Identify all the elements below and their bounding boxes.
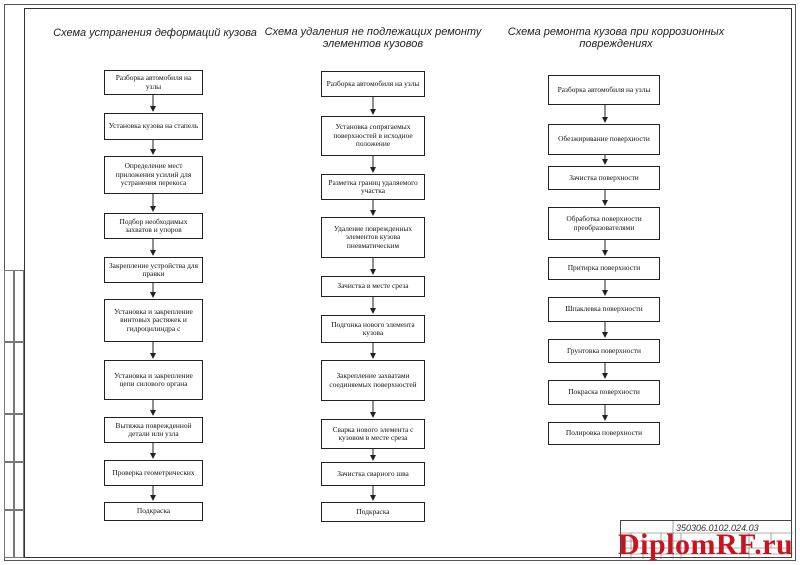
flow-step-box: Подгонка нового элемента кузова [321, 315, 425, 343]
flow-step-box: Разметка границ удаляемого участка [321, 174, 425, 200]
flow-step-box: Обезжиривание поверхности [548, 124, 660, 155]
flow-step-box: Шпаклевка поверхности [548, 297, 660, 322]
flow-step-box: Подкраска [321, 502, 425, 522]
flow-step-box: Подкраска [104, 502, 203, 521]
flow-step-box: Установка кузова на стапель [104, 113, 203, 140]
side-cell [4, 462, 14, 510]
flow-step-box: Зачистка поверхности [548, 166, 660, 190]
flow-step-box: Обработка поверхности преобразователями [548, 207, 660, 240]
flow-step-box: Разборка автомобиля на узлы [104, 70, 203, 95]
side-cell [14, 462, 24, 510]
flow-step-box: Зачистка сварного шва [321, 462, 425, 486]
side-cell [4, 270, 14, 342]
flow-step-box: Закрепление устройства для правки [104, 257, 203, 283]
flow-step-box: Подбор необходимых захватов и упоров [104, 213, 203, 239]
flow-step-box: Проверка геометрических [104, 460, 203, 486]
side-cell [4, 342, 14, 414]
flow-step-box: Удаление поврежденных элементов кузова п… [321, 217, 425, 258]
flow-step-box: Грунтовка поверхности [548, 339, 660, 363]
sheet-inner-frame [24, 8, 792, 558]
flow-step-box: Установка сопрягаемых поверхностей в исх… [321, 116, 425, 156]
drawing-code: 350306.0102.024.03 [676, 523, 759, 533]
flow-step-box: Зачистка в месте среза [321, 276, 425, 297]
flow-step-box: Установка и закрепление винтовых растяже… [104, 299, 203, 342]
frame-side-strip [4, 270, 24, 558]
side-cell [14, 342, 24, 414]
side-cell [14, 414, 24, 462]
watermark-logo: DiplomRF.ru [618, 528, 794, 561]
column-title-deformation: Схема устранения деформаций кузова [53, 27, 257, 39]
flow-step-box: Определение мест приложения усилий для у… [104, 156, 203, 194]
flow-step-box: Полировка поверхности [548, 422, 660, 445]
side-cell [4, 414, 14, 462]
flow-step-box: Закрепление захватами соединяемых поверх… [321, 360, 425, 401]
side-cell [14, 270, 24, 342]
flow-step-box: Сварка нового элемента с кузовом в месте… [321, 419, 425, 449]
flow-step-box: Разборка автомобиля на узлы [548, 75, 660, 105]
side-cell [14, 510, 24, 558]
flow-step-box: Установка и закрепление цепи силового ор… [104, 360, 203, 400]
column-title-corrosion: Схема ремонта кузова при коррозионных по… [507, 26, 725, 50]
flow-step-box: Притирка поверхности [548, 257, 660, 280]
flow-step-box: Вытяжка поврежденной детали или узла [104, 417, 203, 443]
flow-step-box: Покраска поверхности [548, 380, 660, 405]
flow-step-box: Разборка автомобиля на узлы [321, 71, 425, 97]
column-title-removal: Схема удаления не подлежащих ремонту эле… [264, 26, 482, 50]
side-cell [4, 510, 14, 558]
title-block-grid [621, 521, 793, 559]
title-block [620, 520, 793, 559]
